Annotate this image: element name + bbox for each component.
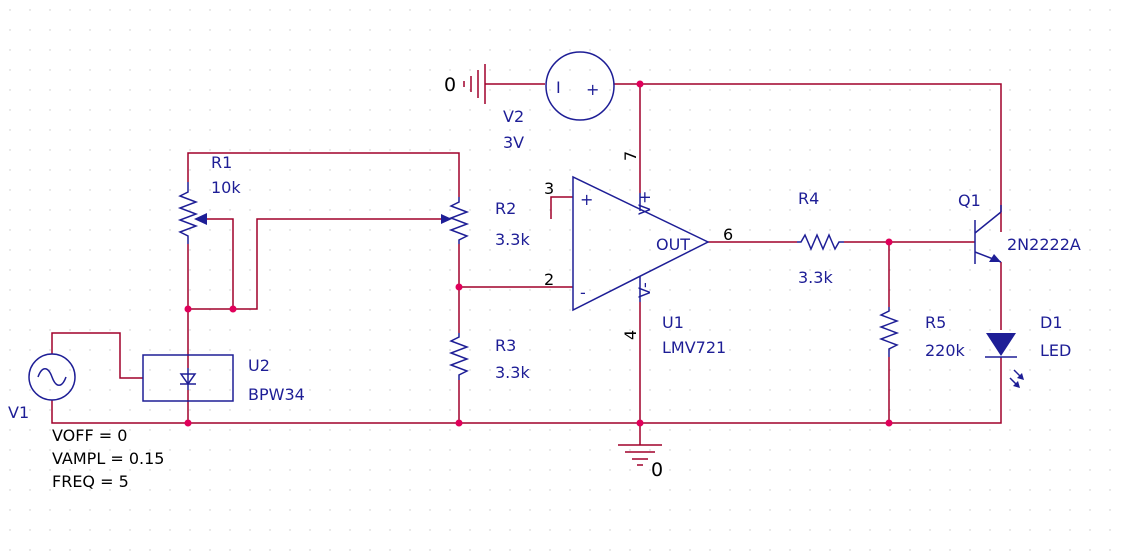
r4-value: 3.3k (798, 268, 833, 287)
r2-value: 3.3k (495, 230, 530, 249)
r5-resistor[interactable] (878, 307, 900, 357)
r5-value: 220k (925, 341, 966, 360)
r1-potentiometer[interactable] (177, 182, 207, 244)
r3-ref: R3 (495, 336, 516, 355)
v1-sine-source[interactable] (28, 353, 76, 401)
q1-ref: Q1 (958, 191, 981, 210)
v2-value: 3V (503, 133, 524, 152)
u1-opamp[interactable] (572, 175, 710, 312)
u1-pin6: 6 (723, 225, 733, 244)
ground-label: 0 (651, 459, 663, 481)
u1-minus-sign: - (580, 283, 586, 302)
r3-resistor[interactable] (448, 333, 470, 380)
v1-param-voff: VOFF = 0 (52, 426, 127, 445)
r5-ref: R5 (925, 313, 946, 332)
u1-vneg-label: V- (635, 282, 654, 298)
v2-ref: V2 (503, 107, 524, 126)
u1-out-label: OUT (656, 235, 690, 254)
d1-led[interactable] (985, 333, 1024, 388)
r2-resistor[interactable] (441, 197, 470, 244)
u1-value: LMV721 (662, 338, 726, 357)
d1-ref: D1 (1040, 313, 1063, 332)
r1-value: 10k (211, 178, 241, 197)
u1-pin3: 3 (544, 179, 554, 198)
q1-value: 2N2222A (1007, 235, 1081, 254)
v2-source[interactable] (545, 51, 615, 121)
u1-vpos-label: V+ (635, 191, 654, 215)
u2-value: BPW34 (248, 385, 305, 404)
junctions (184, 80, 893, 427)
q1-transistor[interactable] (974, 205, 1002, 264)
u1-pin2: 2 (544, 270, 554, 289)
r4-ref: R4 (798, 189, 819, 208)
v1-ref: V1 (8, 403, 29, 422)
v2-ground-label: 0 (444, 74, 456, 96)
v1-param-freq: FREQ = 5 (52, 472, 129, 491)
r1-ref: R1 (211, 153, 232, 172)
u1-plus-sign: + (580, 190, 593, 209)
u1-ref: U1 (662, 313, 684, 332)
u1-pin7: 7 (621, 151, 640, 161)
d1-value: LED (1040, 341, 1071, 360)
u2-ref: U2 (248, 356, 270, 375)
r3-value: 3.3k (495, 363, 530, 382)
v2-symbol-i: I (556, 78, 561, 97)
ground-symbol (618, 444, 662, 466)
r2-ref: R2 (495, 199, 516, 218)
v2-symbol-plus: + (586, 80, 599, 99)
u2-photodiode[interactable] (142, 354, 234, 402)
v2-ground-symbol (463, 64, 486, 104)
u1-pin4: 4 (621, 330, 640, 340)
r4-resistor[interactable] (797, 233, 844, 251)
v1-param-vampl: VAMPL = 0.15 (52, 449, 164, 468)
